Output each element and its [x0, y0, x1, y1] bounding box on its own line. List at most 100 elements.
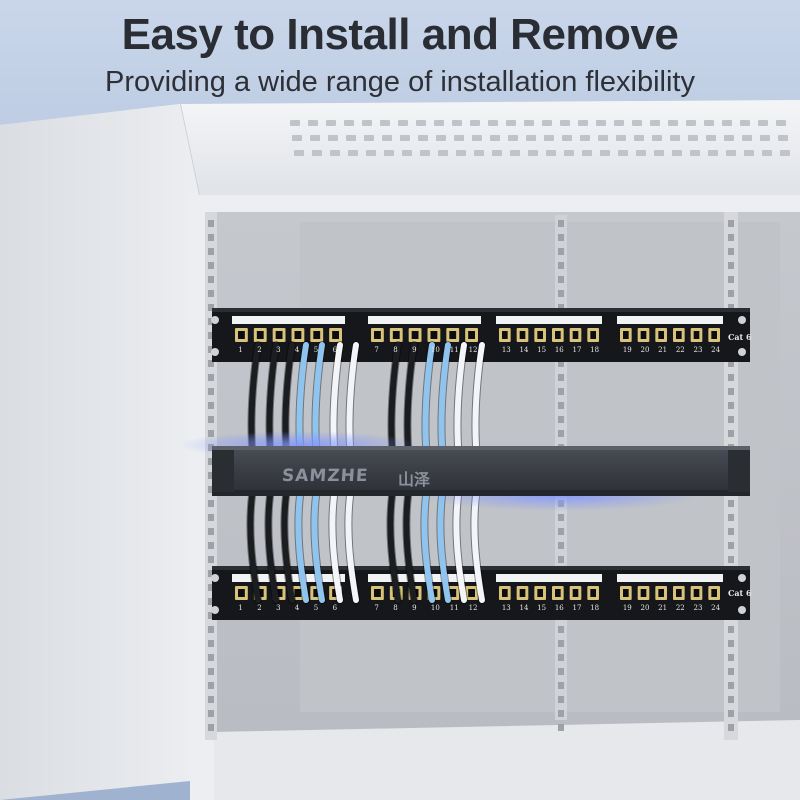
rj45-port-opening [658, 589, 664, 597]
rail-hole [558, 402, 564, 409]
rail-hole [208, 542, 214, 549]
patch-cable [387, 493, 401, 603]
rj45-port-opening [468, 589, 475, 597]
port-number: 24 [711, 346, 721, 354]
port-number: 15 [537, 346, 547, 354]
port-number: 1 [238, 346, 243, 354]
vent-hole [488, 120, 498, 126]
rail-hole [558, 430, 564, 437]
rail-hole [728, 416, 734, 423]
vent-hole [742, 135, 752, 141]
port-number: 19 [622, 346, 632, 354]
rail-hole [728, 696, 734, 703]
brand-logo-cn: 山泽 [398, 470, 431, 489]
rj45-port-opening [449, 331, 457, 339]
mount-screw [211, 348, 219, 356]
port-number: 5 [313, 604, 319, 612]
rail-hole [208, 318, 214, 325]
rj45-port-opening [430, 331, 438, 339]
port-number: 1 [238, 604, 243, 612]
vent-hole [542, 120, 552, 126]
vent-hole [546, 150, 556, 156]
vent-hole [400, 135, 410, 141]
rj45-port-opening [374, 331, 381, 339]
port-number: 17 [572, 604, 582, 612]
rail-hole [208, 248, 214, 255]
vent-hole [382, 135, 392, 141]
headline: Easy to Install and Remove [121, 10, 679, 59]
rj45-port-opening [623, 331, 629, 339]
vent-hole [456, 150, 466, 156]
vent-hole [490, 135, 500, 141]
rail-hole [728, 668, 734, 675]
rail-hole [728, 556, 734, 563]
rail-hole [558, 416, 564, 423]
vent-hole [578, 120, 588, 126]
rail-hole [208, 290, 214, 297]
rail-hole [208, 360, 214, 367]
patch-cable [265, 493, 279, 603]
vent-hole [510, 150, 520, 156]
vent-hole [616, 135, 626, 141]
rail-hole [208, 598, 214, 605]
vent-hole [344, 120, 354, 126]
port-number: 13 [501, 604, 511, 612]
rail-hole [728, 248, 734, 255]
rj45-port-opening [676, 589, 682, 597]
port-label-strip [232, 316, 345, 324]
patch-cable [247, 493, 261, 603]
vent-hole [292, 135, 302, 141]
vent-hole [670, 135, 680, 141]
rj45-port-opening [572, 331, 579, 339]
vent-hole [562, 135, 572, 141]
rail-hole [208, 346, 214, 353]
vent-hole [726, 150, 736, 156]
rj45-port-opening [374, 589, 381, 597]
vent-hole [564, 150, 574, 156]
rj45-port-opening [537, 589, 543, 597]
vent-hole [330, 150, 340, 156]
mount-screw [211, 574, 219, 582]
vent-hole [780, 150, 790, 156]
rail-hole [558, 724, 564, 731]
rj45-port-opening [676, 331, 682, 339]
vent-hole [402, 150, 412, 156]
rj45-port-opening [711, 589, 717, 597]
rail-hole [208, 528, 214, 535]
patch-cable [421, 493, 435, 603]
roof-vent-holes [290, 120, 790, 156]
rail-hole [558, 360, 564, 367]
port-number: 22 [675, 346, 685, 354]
patch-cable [281, 493, 295, 603]
rail-hole [728, 542, 734, 549]
vent-hole [722, 120, 732, 126]
rj45-port-opening [275, 331, 283, 339]
port-number: 8 [393, 346, 398, 354]
rail-hole [208, 402, 214, 409]
vent-hole [348, 150, 358, 156]
rj45-port-opening [430, 589, 438, 597]
port-number: 3 [276, 604, 281, 612]
rail-hole [728, 724, 734, 731]
port-number: 10 [430, 346, 440, 354]
vent-hole [326, 120, 336, 126]
vent-hole [416, 120, 426, 126]
port-label-strip [496, 316, 602, 324]
port-number: 18 [590, 604, 600, 612]
rail-hole [728, 430, 734, 437]
port-label-strip [617, 316, 723, 324]
port-number: 22 [675, 604, 685, 612]
rail-hole [208, 332, 214, 339]
rail-hole [728, 500, 734, 507]
port-label-strip [617, 574, 723, 582]
rail-hole [558, 276, 564, 283]
port-number: 4 [294, 604, 300, 612]
rj45-port-opening [449, 589, 457, 597]
vent-hole [744, 150, 754, 156]
rj45-port-opening [502, 589, 508, 597]
port-number: 7 [374, 346, 379, 354]
port-number: 20 [640, 604, 650, 612]
rail-hole [728, 374, 734, 381]
port-number: 14 [519, 346, 529, 354]
